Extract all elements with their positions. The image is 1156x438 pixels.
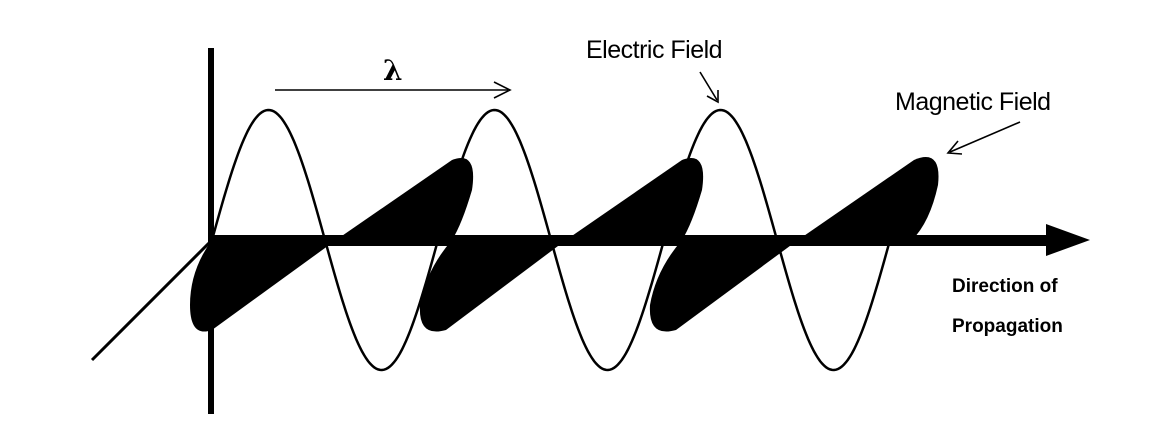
magnetic-field-pointer-head [946,140,963,155]
magnetic-field-pointer [949,121,1021,153]
magnetic-field-lobe-3 [419,240,566,332]
direction-label-line1: Direction of [952,276,1058,297]
magnetic-field-lobe-1 [190,240,336,332]
electric-field-pointer-head [706,90,719,104]
magnetic-field-lobe-5 [649,240,798,332]
propagation-arrowhead [1046,224,1090,256]
electric-field-label: Electric Field [586,36,722,64]
magnetic-field-lobe-6 [798,157,939,240]
vertical-axis [208,48,214,414]
wavelength-arrowhead [493,81,512,99]
magnetic-field-label: Magnetic Field [895,88,1051,116]
electric-field-wave [210,108,912,372]
wavelength-symbol: λ [383,54,403,87]
magnetic-field-lobe-2 [336,158,474,240]
magnetic-field-lobe-4 [566,158,704,240]
depth-axis [90,238,214,362]
electric-field-pointer [699,71,718,101]
direction-label-line2: Propagation [952,316,1063,337]
propagation-axis [212,235,1052,246]
